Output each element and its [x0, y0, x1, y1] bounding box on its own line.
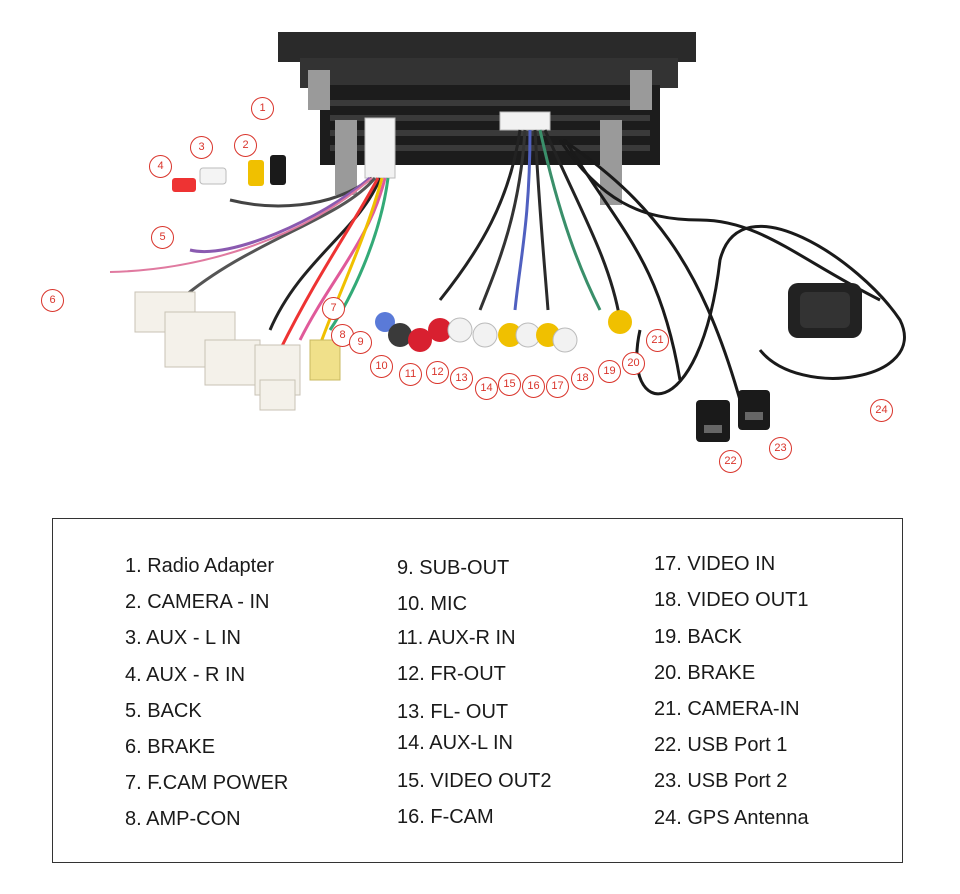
- legend-item: 11. AUX-R IN: [397, 627, 516, 649]
- legend-item: 5. BACK: [125, 700, 202, 722]
- callout-12: 12: [426, 361, 449, 384]
- legend-item: 8. AMP-CON: [125, 808, 241, 830]
- legend-item: 14. AUX-L IN: [397, 732, 513, 754]
- callout-16: 16: [522, 375, 545, 398]
- callout-17: 17: [546, 375, 569, 398]
- callout-14: 14: [475, 377, 498, 400]
- callout-18: 18: [571, 367, 594, 390]
- callout-11: 11: [399, 363, 422, 386]
- legend-item: 22. USB Port 1: [654, 734, 788, 756]
- legend-item: 18. VIDEO OUT1: [654, 589, 809, 611]
- callout-22: 22: [719, 450, 742, 473]
- callout-3: 3: [190, 136, 213, 159]
- legend-item: 12. FR-OUT: [397, 663, 506, 685]
- callout-20: 20: [622, 352, 645, 375]
- callout-2: 2: [234, 134, 257, 157]
- callout-5: 5: [151, 226, 174, 249]
- callout-15: 15: [498, 373, 521, 396]
- callout-19: 19: [598, 360, 621, 383]
- callout-6: 6: [41, 289, 64, 312]
- legend-item: 17. VIDEO IN: [654, 553, 776, 575]
- legend-item: 1. Radio Adapter: [125, 555, 274, 577]
- legend-item: 3. AUX - L IN: [125, 627, 241, 649]
- callout-24: 24: [870, 399, 893, 422]
- wire-bundle: [109, 129, 906, 401]
- gps-antenna: [788, 283, 862, 338]
- legend-item: 4. AUX - R IN: [125, 664, 246, 686]
- callout-1: 1: [251, 97, 274, 120]
- legend-item: 2. CAMERA - IN: [125, 591, 270, 613]
- callout-23: 23: [769, 437, 792, 460]
- legend-item: 19. BACK: [654, 626, 742, 648]
- legend-item: 15. VIDEO OUT2: [397, 770, 552, 792]
- callout-7: 7: [322, 297, 345, 320]
- legend-item: 7. F.CAM POWER: [125, 772, 289, 794]
- legend-item: 21. CAMERA-IN: [654, 698, 800, 720]
- rca-plugs: [172, 155, 632, 353]
- legend-box: 1. Radio Adapter 2. CAMERA - IN 3. AUX -…: [52, 518, 903, 863]
- legend-item: 16. F-CAM: [397, 806, 494, 828]
- legend-item: 20. BRAKE: [654, 662, 756, 684]
- legend-item: 13. FL- OUT: [397, 701, 509, 723]
- head-unit: [278, 32, 696, 205]
- callout-10: 10: [370, 355, 393, 378]
- legend-item: 9. SUB-OUT: [397, 557, 510, 579]
- legend-item: 6. BRAKE: [125, 736, 216, 758]
- legend-item: 23. USB Port 2: [654, 770, 788, 792]
- wiring-harness-photo: [109, 32, 906, 442]
- legend-item: 10. MIC: [397, 593, 468, 615]
- callout-9: 9: [349, 331, 372, 354]
- callout-13: 13: [450, 367, 473, 390]
- callout-4: 4: [149, 155, 172, 178]
- callout-21: 21: [646, 329, 669, 352]
- white-connectors: [134, 291, 341, 411]
- usb-ports: [696, 390, 770, 442]
- legend-item: 24. GPS Antenna: [654, 807, 809, 829]
